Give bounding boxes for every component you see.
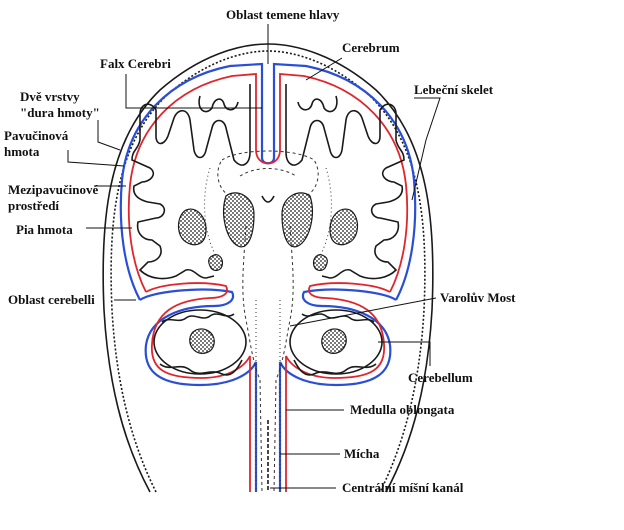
cerebellum xyxy=(153,309,383,376)
label-micha: Mícha xyxy=(344,446,380,461)
ventricle-right-outer xyxy=(329,208,359,246)
label-pavucinova-line2: hmota xyxy=(4,144,40,159)
skull-outline xyxy=(102,43,434,493)
ventricle-left-small xyxy=(208,254,223,272)
label-lebecni-skelet: Lebeční skelet xyxy=(414,82,494,97)
pia-mater-layer xyxy=(127,73,409,492)
label-pia-hmota: Pia hmota xyxy=(16,222,73,237)
label-varoluv-most: Varolův Most xyxy=(440,290,516,305)
leader-lines xyxy=(67,24,441,489)
label-falx-cerebri: Falx Cerebri xyxy=(100,56,171,71)
label-oblast-temene-hlavy: Oblast temene hlavy xyxy=(226,7,340,22)
label-mezipavucinove-line1: Mezipavučinové xyxy=(8,182,98,197)
brainstem xyxy=(242,225,294,493)
label-mezipavucinove-line2: prostředí xyxy=(8,198,59,213)
ventricle-left-outer xyxy=(177,208,207,246)
label-cerebrum: Cerebrum xyxy=(342,40,400,55)
label-centralni-michni-kanal: Centrální míšní kanál xyxy=(342,480,464,495)
ventricle-right-inner xyxy=(281,192,313,248)
label-dve-vrstvy-line1: Dvě vrstvy xyxy=(20,89,80,104)
label-oblast-cerebelli: Oblast cerebelli xyxy=(8,292,95,307)
label-cerebellum: Cerebellum xyxy=(408,370,473,385)
ventricle-left-inner xyxy=(223,192,255,248)
label-dve-vrstvy-line2: "dura hmoty" xyxy=(20,105,100,120)
labels: Oblast temene hlavy Falx Cerebri Cerebru… xyxy=(4,7,516,495)
label-medulla-oblongata: Medulla oblongata xyxy=(350,402,455,417)
ventricle-right-small xyxy=(313,254,328,272)
label-pavucinova-line1: Pavučinová xyxy=(4,128,69,143)
cerebrum-gyri xyxy=(131,84,405,280)
